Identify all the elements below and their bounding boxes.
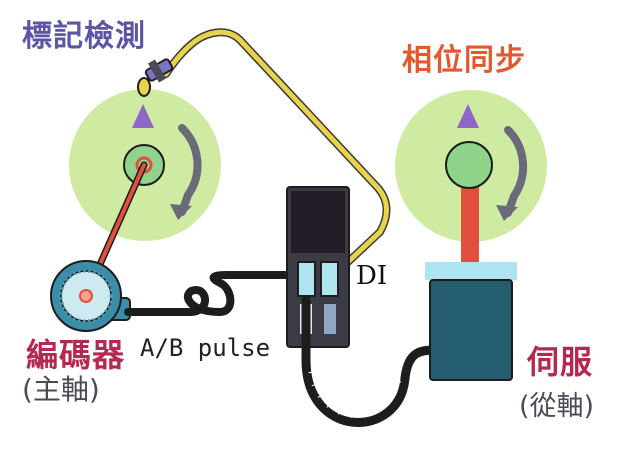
label-encoder: 編碼器 [26, 336, 126, 374]
label-ab-pulse: A/B pulse [140, 334, 271, 362]
marker-arrow [132, 104, 154, 128]
slave-disc [395, 90, 547, 262]
label-servo: 伺服 [527, 343, 594, 381]
label-mark-detection: 標記檢測 [22, 19, 146, 54]
label-di: DI [356, 261, 388, 291]
rotation-arrow-icon [178, 124, 202, 216]
proximity-sensor-icon [137, 58, 174, 97]
sensor-cable-core [163, 29, 389, 273]
marker-arrow [457, 104, 479, 128]
servo-cable [301, 295, 440, 427]
slave-shaft [461, 170, 479, 262]
encoder-icon [50, 260, 131, 332]
encoder-cable [124, 271, 310, 316]
servo-motor-icon [425, 262, 517, 381]
label-slave-axis: (從軸) [519, 391, 595, 422]
label-phase-sync: 相位同步 [402, 43, 526, 78]
label-master-axis: (主軸) [22, 373, 100, 406]
rotation-arrow-icon [504, 126, 528, 217]
servo-drive-icon [286, 186, 350, 348]
